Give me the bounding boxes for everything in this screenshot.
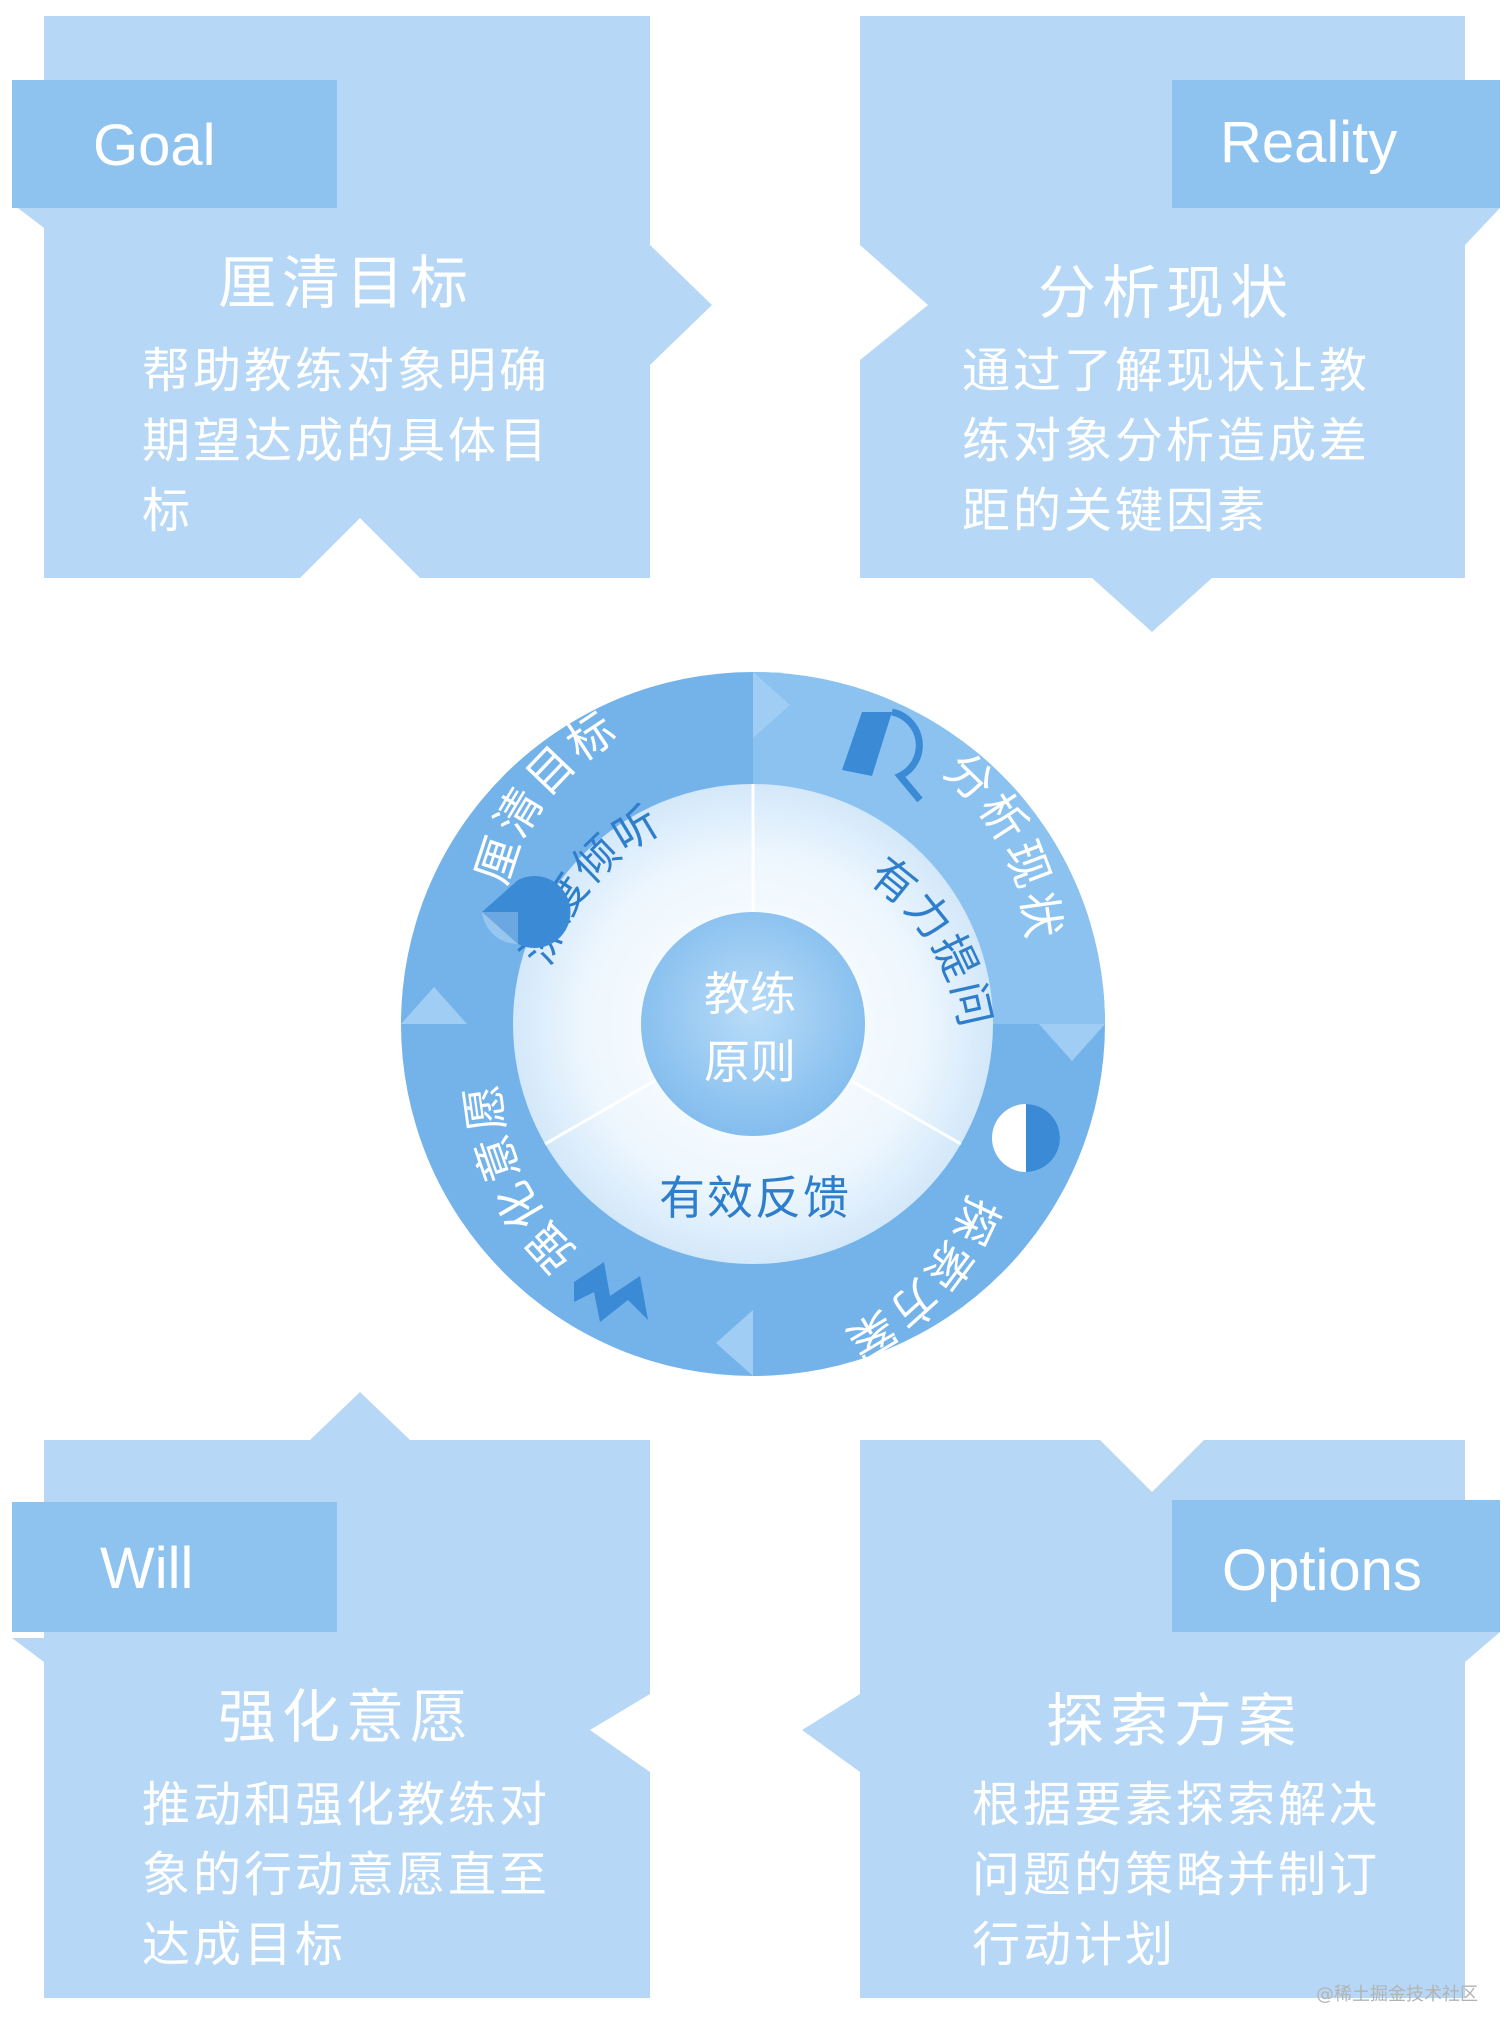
G-letter-icon [482,876,571,949]
options-card-shape [802,1440,1500,1998]
O-letter-icon [992,1104,1060,1172]
hub-line-1: 教练 [704,967,796,1021]
hub-circle [641,912,865,1136]
will-card: Will 强化意愿 推动和强化教练对象的行动意愿直至达成目标 [0,1380,740,2010]
reality-card: Reality 分析现状 通过了解现状让教练对象分析造成差距的关键因素 [760,0,1512,640]
options-tag: Options [1222,1538,1422,1603]
options-card: Options 探索方案 根据要素探索解决问题的策略并制订行动计划 [760,1380,1512,2010]
goal-title: 厘清目标 [218,249,475,317]
reality-title: 分析现状 [1038,259,1295,327]
goal-body: 帮助教练对象明确期望达成的具体目标 [142,343,551,539]
reality-tag: Reality [1220,110,1398,175]
hub-line-2: 原则 [704,1035,796,1089]
options-body: 根据要素探索解决问题的策略并制订行动计划 [972,1777,1381,1973]
goal-card-shape [12,16,712,578]
goal-tag: Goal [93,113,216,178]
goal-card: Goal 厘清目标 帮助教练对象明确期望达成的具体目标 [0,0,740,590]
watermark: @稀土掘金技术社区 [1316,1984,1478,2005]
W-letter-icon [574,1262,648,1322]
will-card-shape [12,1392,650,1998]
inner-label-feedback: 有效反馈 [659,1171,851,1225]
will-body: 推动和强化教练对象的行动意愿直至达成目标 [142,1777,551,1973]
R-letter-icon [842,708,923,803]
will-tag: Will [100,1536,194,1601]
reality-card-shape [860,16,1500,632]
options-title: 探索方案 [1046,1687,1303,1755]
will-title: 强化意愿 [218,1683,475,1751]
reality-body: 通过了解现状让教练对象分析造成差距的关键因素 [962,343,1371,539]
